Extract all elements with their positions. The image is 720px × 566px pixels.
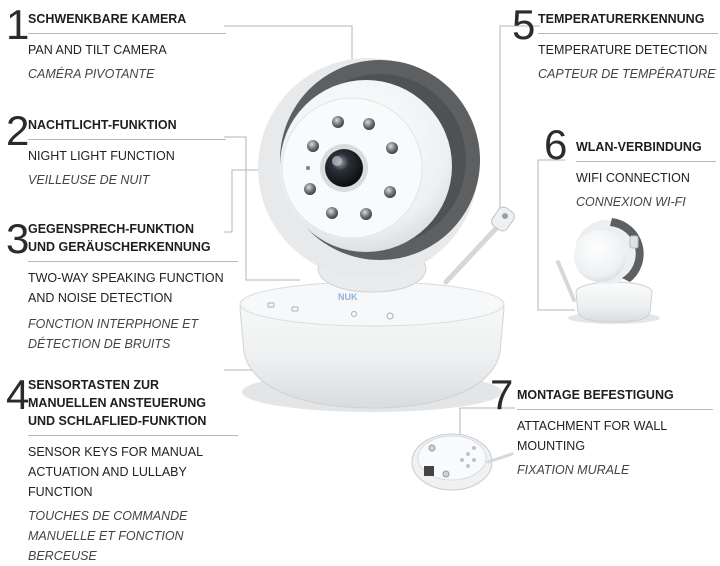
feature-title-fr: VEILLEUSE DE NUIT (28, 173, 150, 187)
feature-title-en-line2: MOUNTING (517, 439, 586, 453)
wifi-camera-thumbnail (556, 218, 660, 324)
wall-mount-thumbnail (411, 433, 514, 491)
feature-title-fr: FIXATION MURALE (517, 463, 630, 477)
feature-title-de: WLAN-VERBINDUNG (576, 140, 702, 154)
feature-title-de: NACHTLICHT-FUNKTION (28, 118, 177, 132)
feature-title-fr-line2: MANUELLE ET FONCTION (28, 529, 184, 543)
feature-title-fr-line1: FONCTION INTERPHONE ET (28, 317, 199, 331)
feature-title-en-line1: ATTACHMENT FOR WALL (517, 419, 668, 433)
feature-title-en-line1: SENSOR KEYS FOR MANUAL (28, 445, 204, 459)
feature-number: 1 (6, 1, 30, 48)
feature-title-en: PAN AND TILT CAMERA (28, 43, 167, 57)
feature-number: 7 (490, 371, 514, 418)
feature-title-fr-line3: BERCEUSE (28, 549, 97, 563)
temperature-sensor-antenna (443, 206, 515, 285)
feature-title-fr-line1: TOUCHES DE COMMANDE (28, 509, 188, 523)
feature-title-fr-line2: DÉTECTION DE BRUITS (28, 337, 171, 351)
feature-number: 4 (6, 371, 30, 418)
feature-title-en-line2: AND NOISE DETECTION (28, 291, 173, 305)
feature-title-en: NIGHT LIGHT FUNCTION (28, 149, 175, 163)
feature-number: 6 (544, 121, 568, 168)
feature-title-de-line2: UND GERÄUSCHERKENNUNG (28, 240, 211, 254)
feature-title-de-line2: MANUELLEN ANSTEUERUNG (28, 396, 207, 410)
feature-title-en: TEMPERATURE DETECTION (538, 43, 708, 57)
product-illustration: NUK (224, 25, 660, 491)
feature-title-de-line1: GEGENSPRECH-FUNKTION (28, 222, 194, 236)
feature-number: 3 (6, 215, 30, 262)
feature-number: 5 (512, 1, 536, 48)
feature-number: 2 (6, 107, 30, 154)
night-light-leds (304, 116, 398, 220)
feature-title-fr: CAPTEUR DE TEMPÉRATURE (538, 67, 716, 81)
feature-title-en: WIFI CONNECTION (576, 171, 690, 185)
feature-title-de: MONTAGE BEFESTIGUNG (517, 388, 674, 402)
feature-title-fr: CONNEXION WI-FI (576, 195, 686, 209)
feature-title-de: TEMPERATURERKENNUNG (538, 12, 705, 26)
feature-title-fr: CAMÉRA PIVOTANTE (28, 67, 155, 81)
camera-base: NUK (239, 281, 505, 412)
feature-title-de: SCHWENKBARE KAMERA (28, 12, 187, 26)
feature-title-de-line3: UND SCHLAFLIED-FUNKTION (28, 414, 207, 428)
brand-logo: NUK (338, 292, 358, 302)
camera-head (258, 58, 480, 278)
feature-title-de-line1: SENSORTASTEN ZUR (28, 378, 160, 392)
feature-title-en-line3: FUNCTION (28, 485, 93, 499)
feature-title-en-line2: ACTUATION AND LULLABY (28, 465, 187, 479)
feature-title-en-line1: TWO-WAY SPEAKING FUNCTION (28, 271, 224, 285)
